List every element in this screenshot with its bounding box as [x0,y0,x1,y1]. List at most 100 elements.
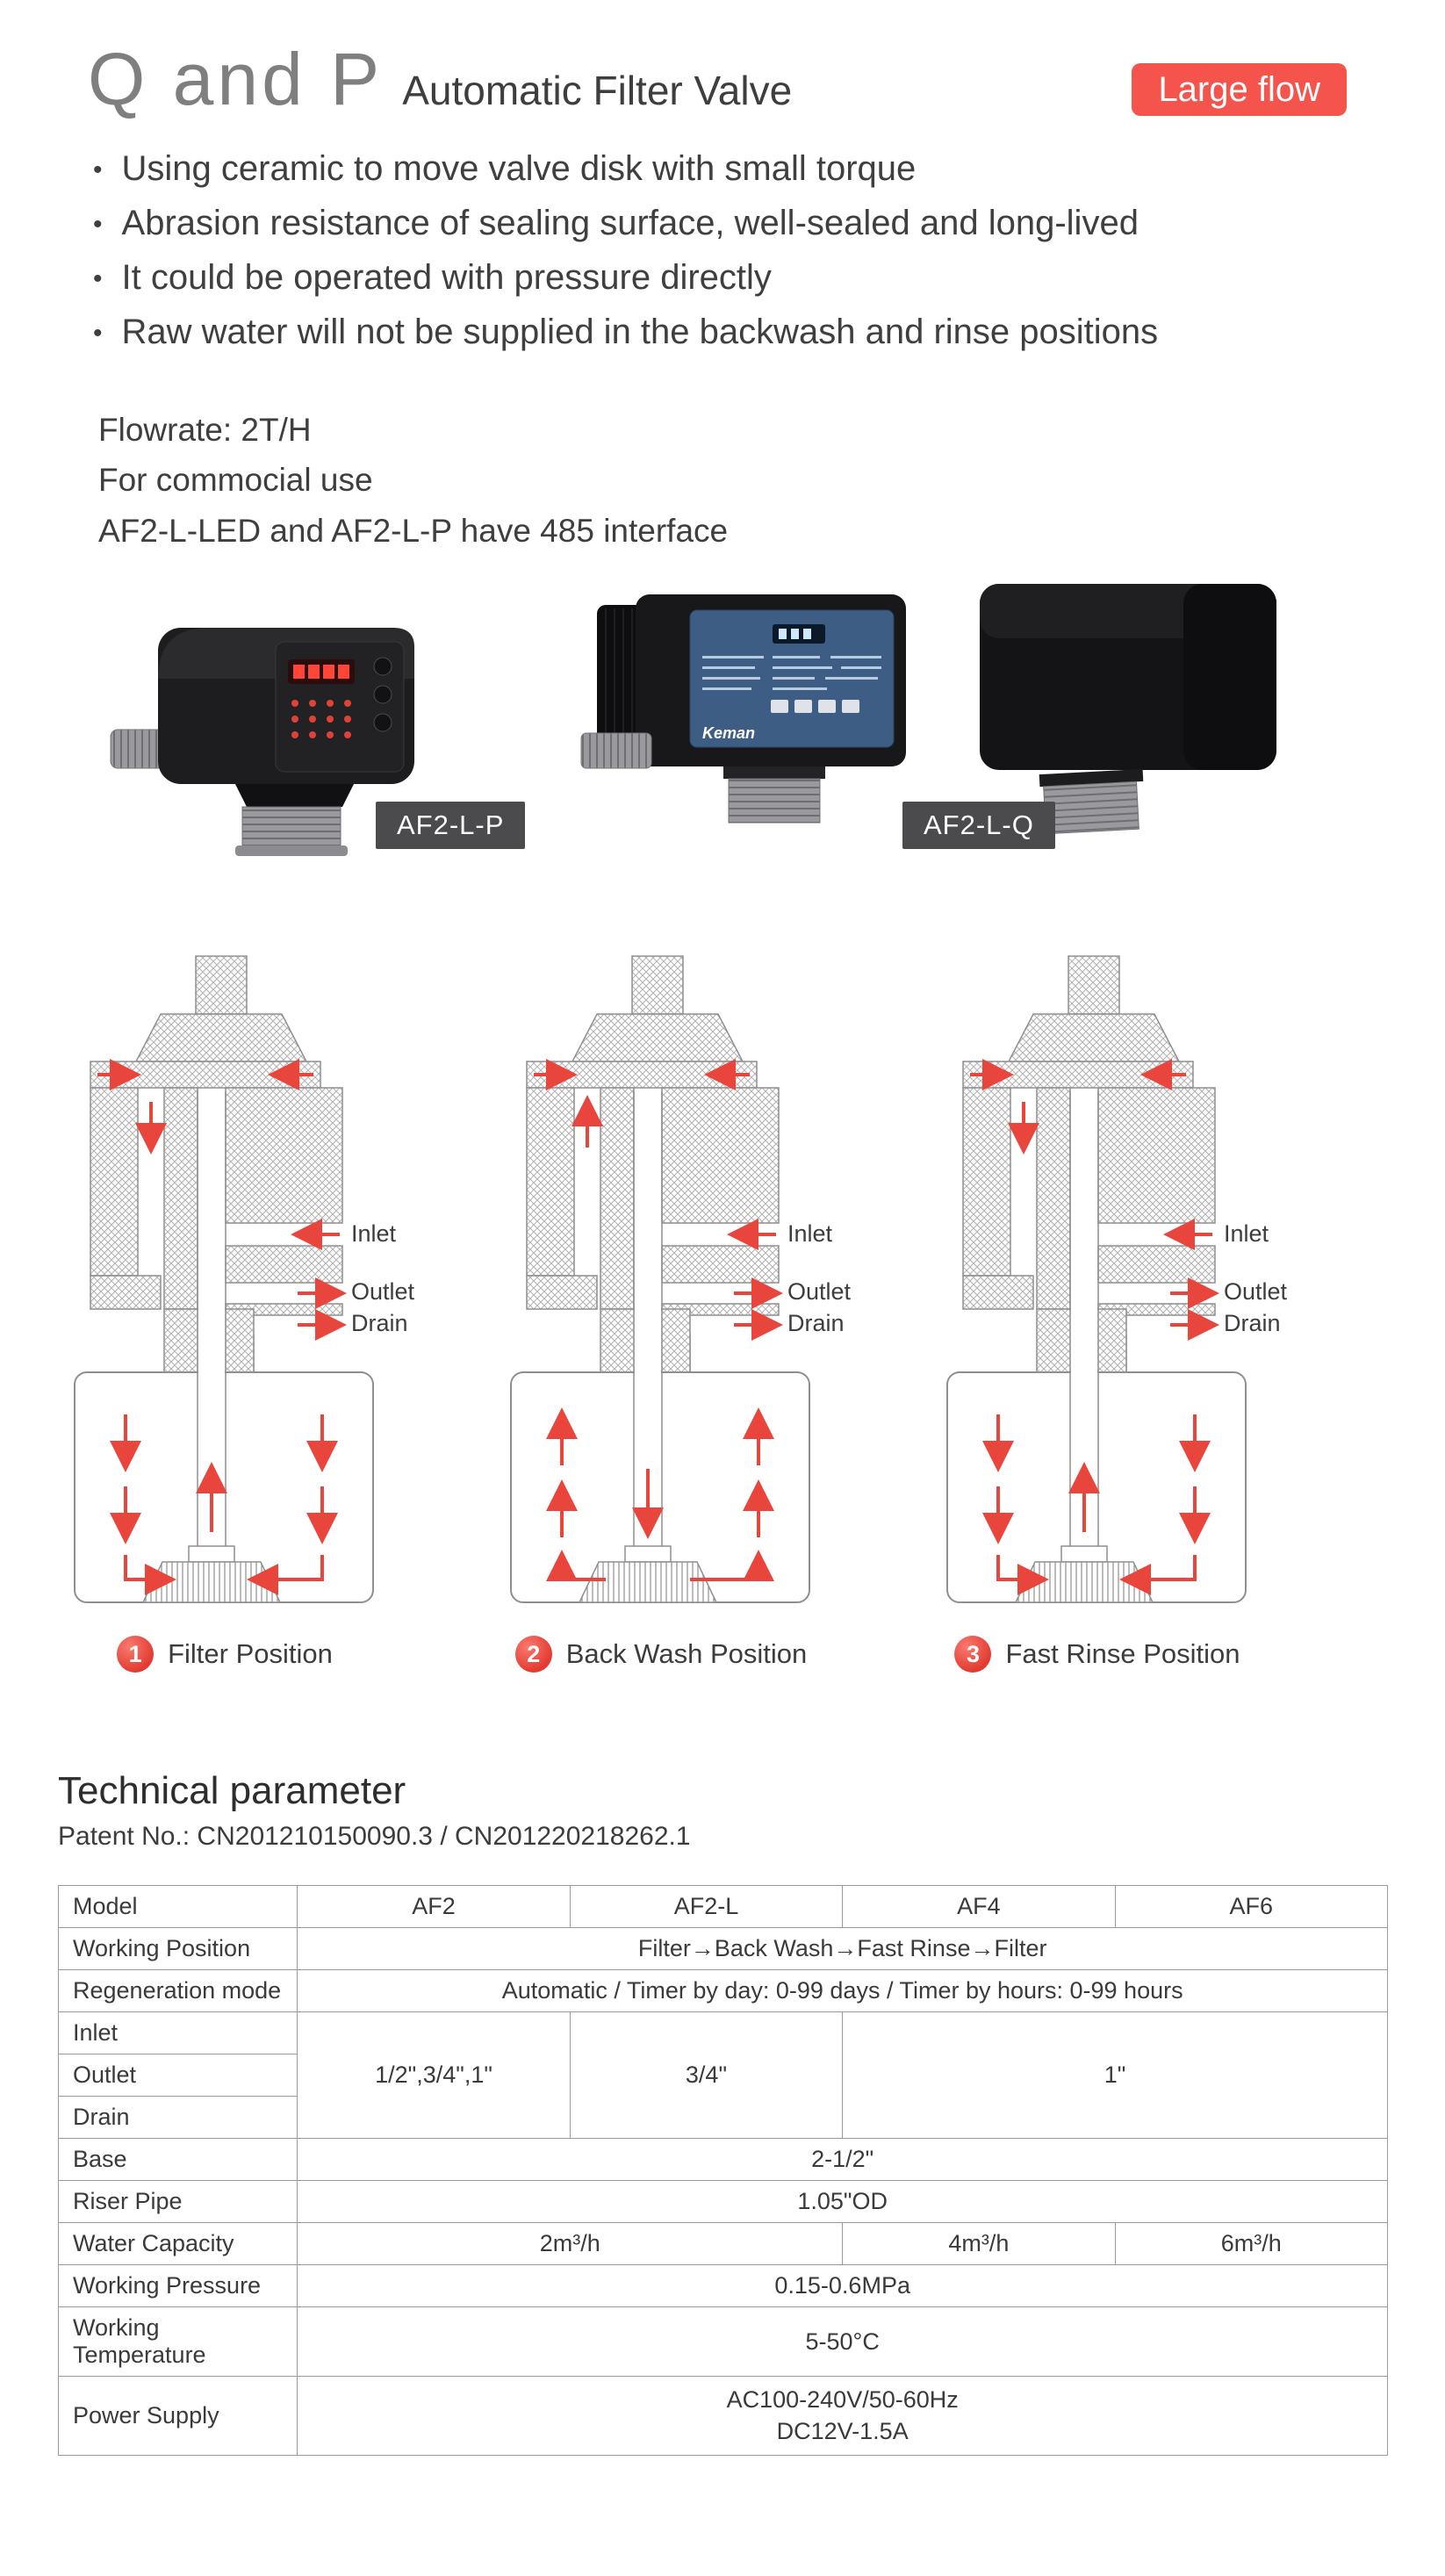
body-side-shade [1183,584,1276,771]
working-pressure-value: 0.15-0.6MPa [297,2264,1388,2308]
port-arrows [97,1059,347,1342]
distributor-basket [1014,1545,1154,1603]
page-header: Q and P Automatic Filter Valve Large flo… [0,0,1445,556]
note-interface: AF2-L-LED and AF2-L-P have 485 interface [98,512,729,549]
threaded-connector [241,806,341,853]
position-caption: Filter Position [168,1638,333,1670]
table-row-header: Model AF2 AF2-L AF4 AF6 [57,1885,1389,1929]
ports-af2-value: 1/2",3/4",1" [297,2011,571,2140]
connector-collar [723,766,825,780]
working-temperature-value: 5-50°C [297,2306,1388,2378]
drain-label: Drain [1224,1310,1281,1336]
page-title: Q and P [88,38,384,120]
drain-label: Drain [351,1310,408,1336]
flow-arrows-filter [982,1102,1211,1596]
diagram-filter-position: Inlet Outlet Drain 1 Filter Position [48,951,485,1673]
table-row-base: Base 2-1/2" [57,2138,1388,2182]
feature-item: Using ceramic to move valve disk with sm… [88,141,1445,196]
large-flow-badge: Large flow [1132,63,1347,116]
connector-lip [235,845,348,857]
brand-logo: Keman [702,724,755,742]
ports-af2l-value: 3/4" [569,2011,844,2140]
diagram-fast-rinse-position: Inlet Outlet Drain 3 Fast Rinse Position [921,951,1357,1673]
product-photo-af2-l-q: Keman [580,594,906,824]
page-subtitle: Automatic Filter Valve [402,68,793,113]
port-arrows [970,1059,1219,1342]
regeneration-mode-value: Automatic / Timer by day: 0-99 days / Ti… [297,1969,1388,2013]
working-temperature-label: Working Temperature [57,2306,298,2378]
working-position-label: Working Position [57,1927,298,1971]
outlet-label: Outlet [351,1278,415,1305]
water-capacity-af4: 4m³/h [842,2222,1116,2266]
note-usage: For commocial use [98,462,373,499]
distributor-basket [578,1545,718,1603]
table-row-working-pressure: Working Pressure 0.15-0.6MPa [57,2264,1388,2308]
side-pipe [580,732,652,769]
water-capacity-af6: 6m³/h [1114,2222,1389,2266]
ports-af4-af6-value: 1" [842,2011,1388,2140]
spec-table: Model AF2 AF2-L AF4 AF6 Working Position… [57,1885,1389,2456]
led-segments [293,665,349,680]
feature-list: Using ceramic to move valve disk with sm… [88,141,1445,359]
power-supply-line1: AC100-240V/50-60Hz [726,2386,959,2414]
base-value: 2-1/2" [297,2138,1388,2182]
product-photo-af2-l-p [110,628,414,857]
valve-diagram-2: Inlet Outlet Drain [485,951,921,1618]
valve-cross-section: Inlet Outlet Drain [510,955,852,1604]
valve-neck [235,784,354,808]
riser-pipe-label: Riser Pipe [57,2180,298,2224]
valve-cross-section: Inlet Outlet Drain [74,955,415,1604]
feature-item: It could be operated with pressure direc… [88,250,1445,305]
keypad-dots [291,700,351,739]
table-row-riser-pipe: Riser Pipe 1.05"OD [57,2180,1388,2224]
threaded-connector [1043,781,1139,835]
base-label: Base [57,2138,298,2182]
water-capacity-label: Water Capacity [57,2222,298,2266]
header-af2: AF2 [297,1885,571,1929]
inlet-label: Inlet [1224,1220,1269,1247]
header-af2l: AF2-L [569,1885,844,1929]
port-arrows [534,1059,783,1342]
note-flowrate: Flowrate: 2T/H [98,412,312,448]
table-row-working-position: Working Position Filter→Back Wash→Fast R… [57,1927,1388,1971]
working-position-value: Filter→Back Wash→Fast Rinse→Filter [297,1927,1388,1971]
technical-heading: Technical parameter [58,1769,406,1813]
table-row-water-capacity: Water Capacity 2m³/h 4m³/h 6m³/h [57,2222,1389,2266]
feature-text: Abrasion resistance of sealing surface, … [121,204,1139,242]
distributor-basket [141,1545,282,1603]
diagram-backwash-position: Inlet Outlet Drain 2 Back Wash Position [485,951,921,1673]
product-photo-rear-view [980,584,1276,835]
outlet-label: Outlet [1224,1278,1288,1305]
lcd-digits [779,629,811,640]
product-photos: Keman AF2-L-P AF2-L-Q [0,572,1445,898]
feature-text: Using ceramic to move valve disk with sm… [121,149,917,188]
table-row-outlet: Outlet [57,2054,1388,2097]
power-supply-label: Power Supply [57,2376,298,2456]
position-caption: Back Wash Position [565,1638,808,1670]
water-capacity-af2-af2l: 2m³/h [297,2222,844,2266]
flow-arrows-filter [110,1102,338,1596]
header-af4: AF4 [842,1885,1116,1929]
title-row: Q and P Automatic Filter Valve Large flo… [88,37,1445,122]
working-pressure-label: Working Pressure [57,2264,298,2308]
power-supply-line2: DC12V-1.5A [776,2418,909,2445]
flow-arrows-backwash [546,1095,774,1582]
notes-block: Flowrate: 2T/H For commocial use AF2-L-L… [98,405,1445,556]
drain-label: Drain [787,1310,845,1336]
valve-cross-section: Inlet Outlet Drain [946,955,1288,1604]
feature-item: Raw water will not be supplied in the ba… [88,305,1445,359]
diagram-caption: 3 Fast Rinse Position [921,1636,1357,1673]
inlet-label: Inlet [351,1220,397,1247]
model-badge-af2-l-p: AF2-L-P [376,802,526,850]
drain-row-label: Drain [57,2096,298,2140]
threaded-connector [728,778,821,824]
position-number-badge: 1 [117,1636,155,1673]
table-row-regeneration-mode: Regeneration mode Automatic / Timer by d… [57,1969,1388,2013]
technical-section: Technical parameter Patent No.: CN201210… [0,1769,1445,2456]
outlet-label: Outlet [787,1278,852,1305]
flow-position-diagrams: Inlet Outlet Drain 1 Filter Position [48,951,1445,1673]
model-badge-af2-l-q: AF2-L-Q [902,802,1055,850]
feature-text: It could be operated with pressure direc… [121,258,772,297]
header-af6: AF6 [1114,1885,1389,1929]
regeneration-mode-label: Regeneration mode [57,1969,298,2013]
